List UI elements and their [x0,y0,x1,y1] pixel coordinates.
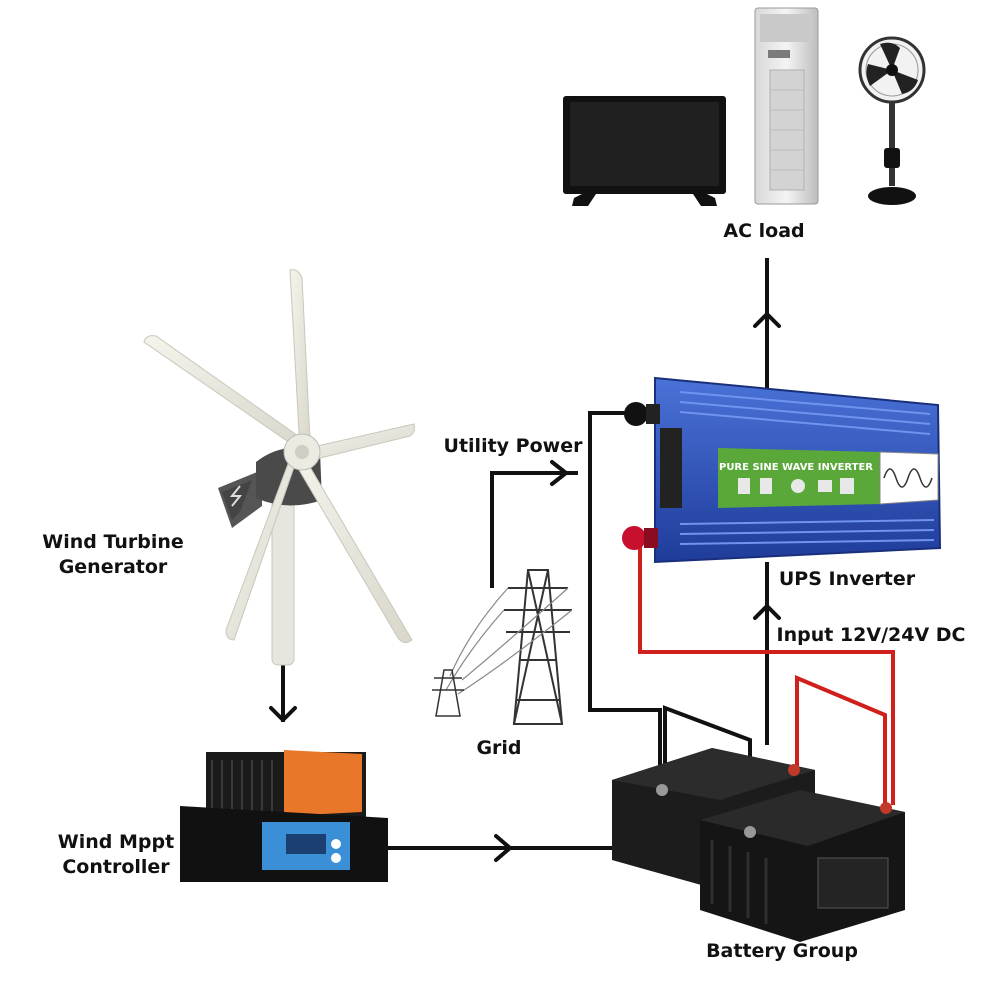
inverter-icon: PURE SINE WAVE INVERTER [622,376,942,564]
tv-icon [563,96,726,206]
label-battery-group: Battery Group [706,940,858,962]
label-grid: Grid [476,737,521,759]
arrow-right-battery [494,834,512,862]
wires [281,258,895,850]
label-wind-mppt-line1: Wind Mppt [58,831,174,853]
wire-inverter-negative [588,411,662,795]
label-wind-turbine-line1: Wind Turbine [42,531,184,553]
label-wind-turbine-line2: Generator [59,556,168,578]
arrows [269,312,781,862]
arrow-up-acload [753,312,781,328]
wire-grid-to-inverter [490,471,578,588]
label-input-dc: Input 12V/24V DC [777,624,966,646]
arrow-right-utility [550,460,568,486]
label-ac-load: AC load [723,220,804,242]
arrow-up-inverter [753,604,781,620]
transmission-tower-icon [432,569,573,725]
wire-battery-link-red [795,674,887,805]
air-conditioner-icon [754,7,819,205]
battery-icon [612,748,905,942]
mppt-controller-icon [180,750,388,882]
arrow-down-controller [269,706,297,722]
label-utility-power: Utility Power [444,435,584,457]
label-wind-mppt-line2: Controller [62,856,170,878]
stand-fan-icon [858,36,926,205]
inverter-banner-text: PURE SINE WAVE INVERTER [719,462,873,473]
wind-turbine-icon [143,269,415,666]
label-ups-inverter: UPS Inverter [779,568,916,590]
